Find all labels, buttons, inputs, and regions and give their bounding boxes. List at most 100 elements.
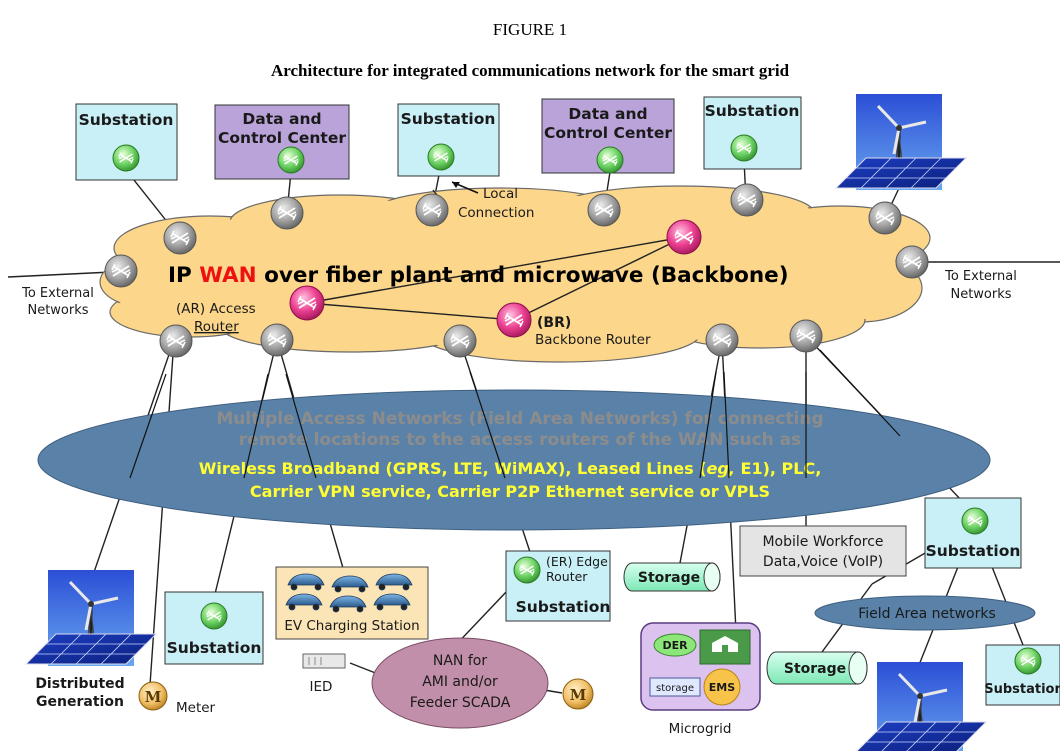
access-networks-line3-eg: eg,	[707, 459, 735, 478]
field-area-networks: Field Area networks	[814, 595, 1036, 631]
wan-title-suffix: over fiber plant and microwave (Backbone…	[257, 263, 789, 288]
storage-1-label: Storage	[638, 570, 700, 586]
ied: IED	[302, 653, 346, 695]
router-icon	[444, 325, 476, 357]
lines-over-ellipse	[129, 349, 901, 479]
der-icon	[653, 633, 697, 657]
access-networks-line2: remote locations to the access routers o…	[239, 430, 802, 450]
dcc-2-label-line2: Control Center	[544, 124, 672, 142]
router-icon	[416, 194, 448, 226]
nan-line3: Feeder SCADA	[410, 695, 511, 711]
microgrid-label: Microgrid	[669, 721, 732, 737]
substation-top-1: Substation	[75, 103, 178, 181]
nan-meter: M	[562, 678, 594, 710]
microgrid: DER storage EMS Microgrid	[640, 622, 761, 737]
backbone-router-icon	[497, 303, 531, 337]
backbone-router-label-line1: (BR)	[537, 315, 571, 331]
wind-solar-bottom-right-icon	[855, 660, 987, 751]
access-networks-line3-a: Wireless Broadband (GPRS, LTE, WiMAX), L…	[199, 459, 707, 478]
figure-title: Architecture for integrated communicatio…	[271, 61, 790, 80]
storage-2-label: Storage	[784, 661, 846, 677]
backbone-router-icon	[667, 220, 701, 254]
wind-solar-top-right-icon	[835, 92, 967, 192]
nan-meter-letter: M	[570, 686, 587, 704]
ev-charging-station: EV Charging Station	[275, 566, 429, 640]
router-icon	[588, 194, 620, 226]
meter-icon	[138, 681, 168, 711]
nan-line1: NAN for	[433, 653, 487, 669]
router-icon	[160, 325, 192, 357]
external-left-line1: To External	[21, 286, 94, 301]
substation-bottom-left: Substation	[164, 591, 264, 665]
field-area-networks-label: Field Area networks	[858, 606, 996, 622]
ems-icon	[703, 668, 741, 706]
local-connection-line2: Connection	[458, 205, 534, 221]
ev-station-label: EV Charging Station	[284, 618, 419, 634]
access-networks-line3-b: E1), PLC,	[735, 459, 821, 478]
substation-bottom-left-router-icon	[201, 603, 227, 629]
router-icon	[706, 324, 738, 356]
substation-far-right-label: Substation	[984, 682, 1060, 697]
mobile-line1: Mobile Workforce	[762, 534, 883, 550]
substation-top-3: Substation	[703, 96, 802, 170]
data-control-center-2: Data and Control Center	[541, 98, 675, 174]
distributed-generation: Distributed Generation	[25, 568, 157, 710]
microgrid-ems-label: EMS	[709, 681, 735, 694]
router-icon	[105, 255, 137, 287]
substation-top-2-router-icon	[428, 144, 454, 170]
substation-top-3-label: Substation	[705, 102, 800, 120]
storage-mini-icon	[649, 677, 701, 697]
router-icon	[271, 197, 303, 229]
substation-top-1-label: Substation	[79, 111, 174, 129]
meter: M Meter	[138, 681, 216, 716]
external-right-line2: Networks	[950, 287, 1011, 302]
microgrid-der-label: DER	[662, 639, 688, 652]
meter-icon	[562, 678, 594, 710]
router-icon	[261, 324, 293, 356]
microgrid-storage-label: storage	[656, 683, 694, 694]
edge-substation: (ER) Edge Router Substation	[505, 550, 611, 622]
substation-top-2: Substation	[397, 103, 500, 177]
substation-bottom-right: Substation	[924, 497, 1022, 569]
router-icon	[790, 320, 822, 352]
substation-far-right: Substation	[984, 644, 1060, 706]
wan-title: IP WAN over fiber plant and microwave (B…	[168, 263, 789, 288]
wan-title-prefix: IP	[168, 263, 199, 288]
local-connection-line1: Local	[483, 186, 518, 202]
ied-label: IED	[310, 679, 333, 695]
router-icon	[896, 246, 928, 278]
edge-router-line1: (ER) Edge	[546, 554, 608, 569]
substation-far-right-router-icon	[1015, 648, 1041, 674]
edge-router-line2: Router	[546, 569, 588, 584]
storage-2: Storage	[766, 651, 868, 685]
mobile-workforce: Mobile Workforce Data,Voice (VoIP)	[739, 525, 907, 577]
dcc-2-router-icon	[597, 147, 623, 173]
substation-top-3-router-icon	[731, 135, 757, 161]
dcc-1-label-line1: Data and	[242, 110, 321, 128]
access-networks: Multiple Access Networks (Field Area Net…	[37, 389, 991, 531]
meter-label: Meter	[176, 700, 216, 716]
local-connection-arrowhead	[452, 182, 460, 188]
ied-device-icon	[302, 653, 346, 669]
dcc-1-label-line2: Control Center	[218, 129, 346, 147]
dcc-2-label-line1: Data and	[568, 105, 647, 123]
distributed-generation-line1: Distributed	[35, 676, 124, 692]
car-icons	[285, 573, 413, 613]
router-icon	[731, 184, 763, 216]
substation-bottom-right-router-icon	[962, 508, 988, 534]
access-router-label-line1: (AR) Access	[176, 301, 256, 317]
wan-title-highlight: WAN	[199, 263, 256, 288]
figure-label: FIGURE 1	[493, 20, 567, 39]
substation-bottom-left-label: Substation	[167, 639, 262, 657]
external-right-line1: To External	[944, 269, 1017, 284]
dcc-1-router-icon	[278, 147, 304, 173]
access-networks-line4: Carrier VPN service, Carrier P2P Etherne…	[250, 482, 770, 501]
router-icon	[869, 202, 901, 234]
substation-bottom-right-label: Substation	[926, 542, 1021, 560]
backbone-router-label-line2: Backbone Router	[535, 332, 651, 348]
substation-top-2-label: Substation	[401, 110, 496, 128]
meter-icon-letter: M	[145, 688, 162, 706]
distributed-generation-line2: Generation	[36, 694, 124, 710]
nan-line2: AMI and/or	[422, 674, 498, 690]
